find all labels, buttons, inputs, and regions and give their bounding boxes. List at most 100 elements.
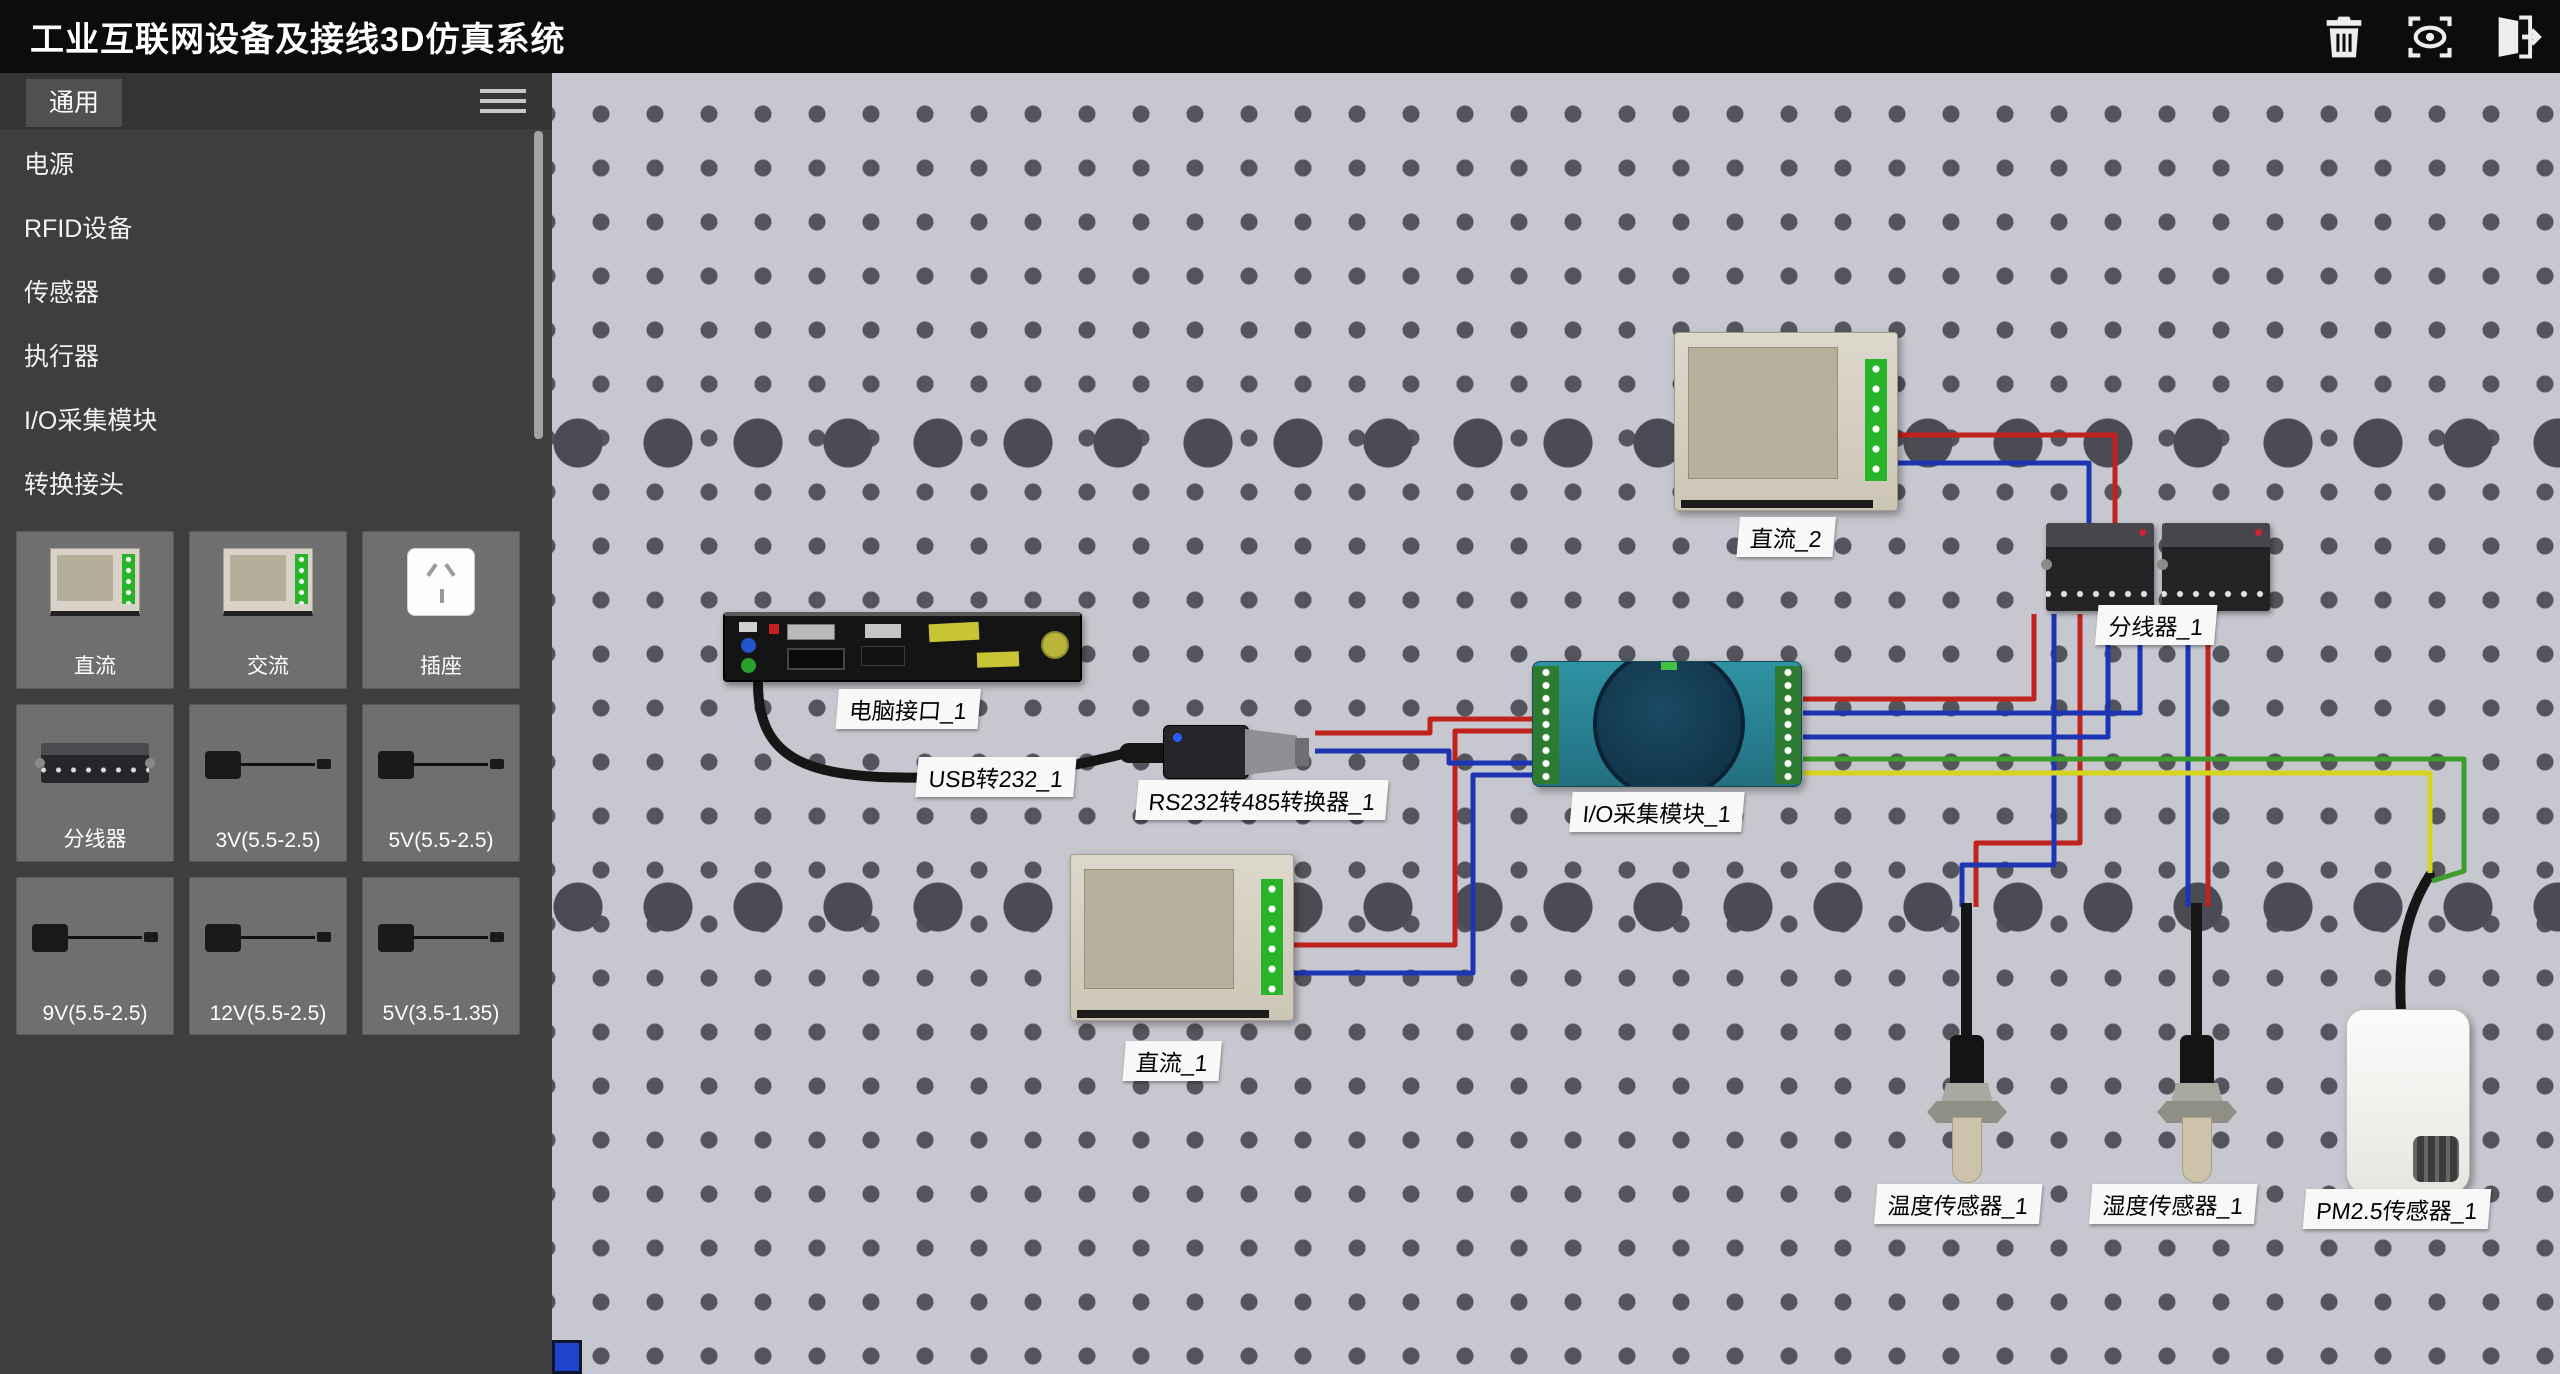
palette-tile-3v[interactable]: 3V(5.5-2.5) [189,704,347,862]
psu-panel [1688,347,1838,479]
tile-label: 9V(5.5-2.5) [42,1002,148,1025]
label-rs232-485: RS232转485转换器_1 [1135,780,1389,820]
adapter-icon [201,739,335,791]
panel-sticker [976,651,1020,668]
palette-tile-5v[interactable]: 5V(5.5-2.5) [362,704,520,862]
exit-icon[interactable] [2488,9,2544,65]
component-sidebar: 通用 电源 RFID设备 传感器 执行器 I/O采集模块 转换接头 直流 交流 … [0,73,552,1374]
io-terminal-right [1775,666,1801,784]
workspace-canvas[interactable]: 电脑接口_1 USB转232_1 RS232转485转换器_1 I/O采集模块_… [552,73,2560,1374]
wire-red-dc1-io[interactable] [1293,728,1534,948]
dsub-shell [1245,729,1297,775]
palette-tile-9v[interactable]: 9V(5.5-2.5) [16,877,174,1035]
splitter-block [2041,523,2154,611]
panel-badge [1041,631,1069,659]
wire-blue-splitter-temp[interactable] [1959,614,2057,907]
tile-label: 直流 [74,655,116,678]
sidebar-tab-row: 通用 [0,73,552,129]
psu-icon [50,548,140,616]
psu-panel [1084,869,1234,989]
label-dc2: 直流_2 [1736,517,1836,557]
device-temperature-sensor[interactable] [1927,903,2007,1188]
wire-red-splitter-temp[interactable] [1973,614,2083,907]
panel-port-blue [741,638,756,653]
toolbar [2316,0,2544,73]
sensor-cable [2191,903,2202,1043]
label-humidity-sensor: 湿度传感器_1 [2088,1184,2258,1224]
device-dc-power-1[interactable] [1070,854,1294,1021]
adapter-icon [374,912,508,964]
sensor-nut [1941,1083,1993,1103]
device-pc-interface[interactable] [723,612,1082,682]
palette-tile-5v-small[interactable]: 5V(3.5-1.35) [362,877,520,1035]
panel-sticker [928,621,980,643]
wire-blue-dc2-splitter[interactable] [1898,460,2092,525]
psu-base [1681,500,1873,508]
trash-icon[interactable] [2316,9,2372,65]
psu-base [1077,1010,1269,1018]
pegboard-rail-bottom [552,881,2560,933]
device-dc-power-2[interactable] [1674,332,1898,511]
device-humidity-sensor[interactable] [2157,903,2237,1188]
palette-tile-socket[interactable]: 插座 [362,531,520,689]
device-pm25-sensor[interactable] [2346,1009,2470,1195]
sensor-probe [1952,1117,1982,1183]
tab-general[interactable]: 通用 [26,79,122,127]
splitter-icon [35,743,155,783]
wire-red-rs232-io[interactable] [1315,716,1534,736]
device-io-module[interactable] [1532,661,1802,787]
palette-tile-12v[interactable]: 12V(5.5-2.5) [189,877,347,1035]
wire-blue-dc1-io[interactable] [1293,772,1534,976]
panel-port [861,646,905,666]
io-module-dome [1593,662,1745,786]
sidebar-scrollbar[interactable] [534,131,543,439]
cable-pm25[interactable] [2395,870,2435,1016]
category-list: 电源 RFID设备 传感器 执行器 I/O采集模块 转换接头 [0,133,530,517]
psu-terminal [1261,879,1283,995]
preview-icon[interactable] [2402,9,2458,65]
socket-icon [407,548,475,616]
wire-blue-rs232-io[interactable] [1315,748,1534,766]
sidebar-item-sensors[interactable]: 传感器 [24,279,100,307]
sidebar-item-adapters[interactable]: 转换接头 [24,471,125,499]
adapter-icon [28,912,162,964]
label-dc1: 直流_1 [1122,1041,1222,1081]
wire-red-io-splitter[interactable] [1803,614,2037,702]
wire-blue-splitter-io-b[interactable] [1803,614,2143,716]
tile-label: 交流 [247,655,289,678]
panel-port-green [741,658,756,673]
sidebar-item-power[interactable]: 电源 [24,151,75,179]
io-terminal-left [1533,666,1559,784]
wire-blue-splitter-io-a[interactable] [1803,614,2111,740]
tile-label: 3V(5.5-2.5) [215,829,321,852]
wire-red-dc2-splitter[interactable] [1898,432,2118,525]
palette-tile-splitter[interactable]: 分线器 [16,704,174,862]
connector-led [1173,733,1182,742]
menu-icon[interactable] [480,89,526,115]
io-led [1661,662,1677,670]
device-splitter[interactable] [2041,523,2274,613]
palette-tile-dc[interactable]: 直流 [16,531,174,689]
sidebar-item-actuators[interactable]: 执行器 [24,343,100,371]
wire-green-io-pm25[interactable] [1803,756,2467,884]
sensor-nut [2171,1083,2223,1103]
label-io-module: I/O采集模块_1 [1569,792,1745,832]
tile-label: 分线器 [63,828,127,851]
pegboard-rail-top [552,417,2560,469]
sidebar-item-io-modules[interactable]: I/O采集模块 [24,407,158,435]
label-pm25-sensor: PM2.5传感器_1 [2302,1189,2492,1229]
sensor-cable [1961,903,1972,1043]
corner-marker [552,1340,582,1374]
device-rs232-485-converter[interactable] [1119,713,1319,793]
panel-port [787,648,845,670]
sensor-body [2180,1035,2214,1089]
psu-terminal [1865,359,1887,481]
palette-tile-ac[interactable]: 交流 [189,531,347,689]
wire-yellow-io-pm25[interactable] [1803,770,2433,873]
sensor-flange [1927,1101,2007,1123]
sensor-body [1950,1035,1984,1089]
wiring-layer [753,432,2467,1016]
tile-label: 5V(3.5-1.35) [382,1002,500,1025]
sidebar-item-rfid[interactable]: RFID设备 [24,215,133,243]
